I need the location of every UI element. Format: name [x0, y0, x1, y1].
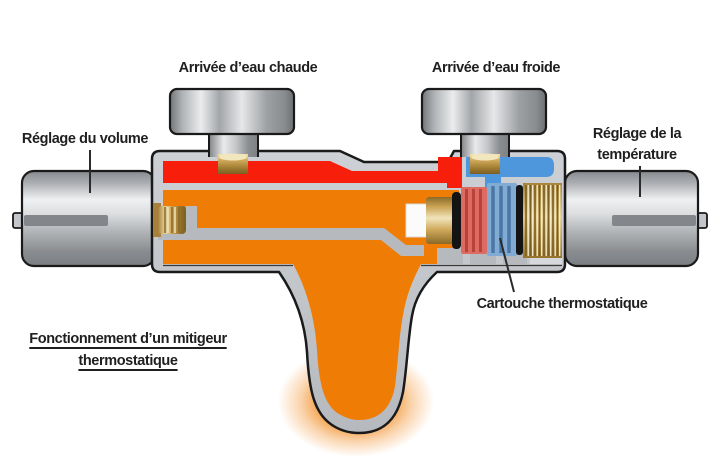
hot-inlet-neck-outline: [208, 131, 259, 157]
cartridge-pointer-line: [499, 237, 515, 293]
diagram-title: Fonctionnement d’un mitigeur thermostati…: [29, 331, 227, 370]
temperature-control-label: Réglage de la température: [592, 126, 682, 164]
cold-inlet-neck: [461, 131, 509, 157]
cold-inlet-cap: [420, 87, 548, 136]
temperature-knob-slot: [612, 215, 696, 226]
cold-inlet-neck-outline: [460, 131, 510, 157]
thermostatic-cartridge: [405, 183, 562, 258]
spout-mixed-water: [293, 264, 421, 420]
hot-inlet-brass-fitting: [218, 153, 248, 174]
collar-thread-grooves-light: [527, 185, 561, 256]
cartridge-piston-brass: [426, 197, 456, 244]
cold-inlet-label: Arrivée d’eau froide: [431, 60, 561, 76]
temperature-control-knob: [563, 169, 708, 268]
collar-thread-grooves-dark: [525, 185, 559, 256]
internal-divider-wall: [158, 206, 424, 256]
volume-control-label: Réglage du volume: [21, 131, 149, 147]
volume-control-knob: [12, 169, 157, 268]
hot-inlet-cap: [168, 87, 296, 136]
cartridge-piston-white: [405, 203, 429, 238]
divider-bar: [158, 228, 424, 256]
cartridge-oring-right: [516, 185, 523, 255]
volume-knob-slot: [24, 215, 108, 226]
thermostatic-cartridge-label: Cartouche thermostatique: [476, 296, 648, 312]
cold-inlet-connector: [420, 87, 548, 157]
hot-inlet-label: Arrivée d’eau chaude: [178, 60, 318, 76]
volume-valve-stem: [153, 203, 186, 237]
valve-seat-stub: [186, 206, 197, 230]
hot-inlet-neck: [209, 131, 258, 157]
cartridge-oring-left: [452, 192, 461, 249]
cartridge-hot-rings-grooves: [465, 189, 482, 252]
hot-inlet-connector: [168, 87, 296, 157]
pointer-lines: [89, 150, 641, 293]
cold-inlet-brass-fitting: [470, 153, 500, 174]
